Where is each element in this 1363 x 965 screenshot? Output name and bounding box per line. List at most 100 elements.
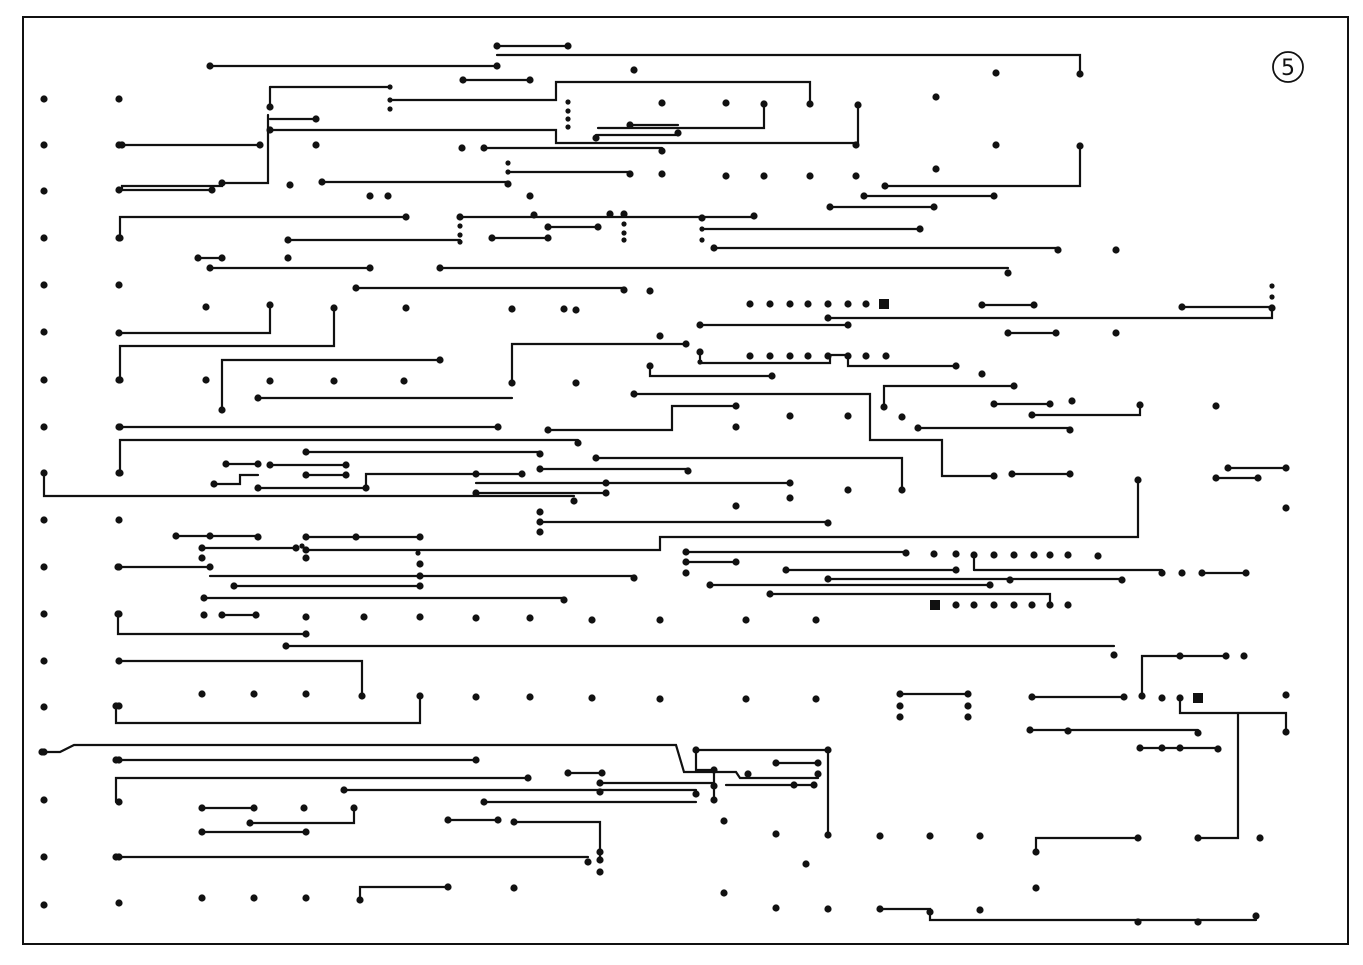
pad [768,372,776,380]
pad [772,830,780,838]
pad [806,100,814,108]
pad [508,305,516,313]
pad [952,601,960,609]
pad [302,554,310,562]
pad [544,223,552,231]
pad [266,377,274,385]
pad [40,796,48,804]
pad [1112,329,1120,337]
pad [1176,694,1184,702]
pad [387,84,393,90]
pad [844,412,852,420]
pad [402,304,410,312]
pad [802,860,810,868]
pad [682,548,690,556]
pad [964,713,972,721]
pad [112,756,120,764]
trace [878,907,1258,922]
pad [826,203,834,211]
pad [786,352,794,360]
pad [114,610,122,618]
pad [1136,744,1144,752]
pad [852,141,860,149]
pad [40,469,48,477]
pad [302,690,310,698]
pad [504,180,512,188]
pad [384,192,392,200]
pad [330,304,338,312]
pad [565,99,571,105]
pad [1064,551,1072,559]
pad [208,186,216,194]
pad [508,379,516,387]
pad [342,461,350,469]
pad [254,484,262,492]
pad [416,582,424,590]
trace [212,473,260,486]
pad [930,550,938,558]
trace [648,364,774,378]
pad [1282,464,1290,472]
trace [512,820,602,862]
pad [1068,397,1076,405]
pad [932,93,940,101]
pad [824,831,832,839]
pad [658,99,666,107]
pad [1194,918,1202,926]
pad [621,230,627,236]
pad [480,798,488,806]
pad [812,616,820,624]
pad [302,533,310,541]
pad [844,352,852,360]
pad [218,406,226,414]
pad [1030,301,1038,309]
pad [318,178,326,186]
pad [1064,601,1072,609]
trace [388,80,812,106]
pad [992,141,1000,149]
pad [40,610,48,618]
pad [458,144,466,152]
trace [116,612,308,636]
pad [505,169,511,175]
pad [488,234,496,242]
pad [302,630,310,638]
pad [699,237,705,243]
pad [510,818,518,826]
pad [387,97,393,103]
pad [1010,551,1018,559]
trace [358,885,450,902]
pad [706,581,714,589]
pad [750,212,758,220]
pad [682,569,690,577]
pad [760,100,768,108]
pad [254,394,262,402]
pad [472,489,480,497]
pad [682,340,690,348]
pad [1076,70,1084,78]
pad [978,301,986,309]
pad [358,692,366,700]
pad [970,551,978,559]
pad [118,141,126,149]
pad [366,192,374,200]
pad [526,693,534,701]
pad [710,782,718,790]
pad [544,426,552,434]
trace [114,694,422,725]
pad [536,518,544,526]
pad [621,237,627,243]
pad [990,400,998,408]
pad [742,616,750,624]
pad [1282,691,1290,699]
square-pad [930,600,940,610]
pad [115,657,123,665]
trace [1196,711,1240,840]
pad [1134,834,1142,842]
pad [898,413,906,421]
pad [1046,400,1054,408]
pad [1110,651,1118,659]
pad [916,225,924,233]
pad [40,234,48,242]
pad [536,465,544,473]
